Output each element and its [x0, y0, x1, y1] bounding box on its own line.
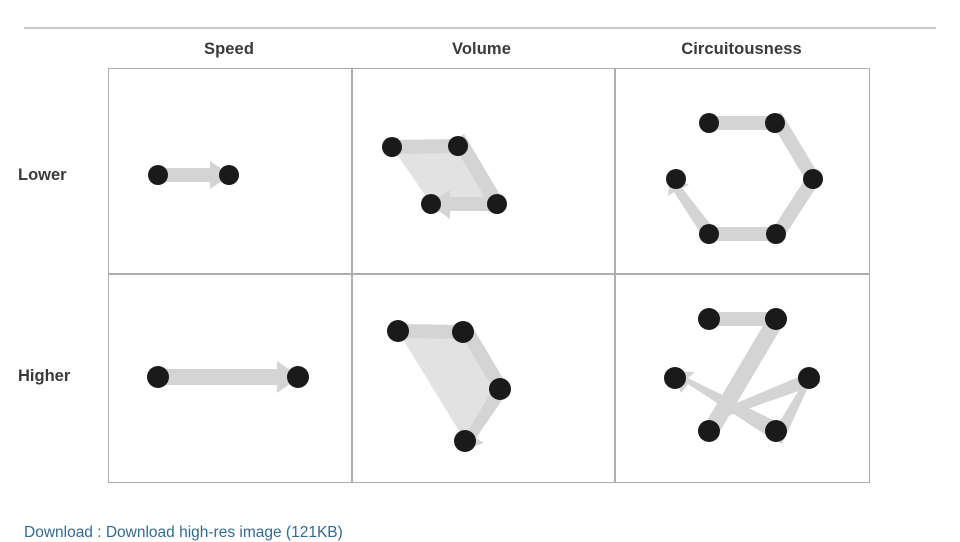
row-label-higher: Higher	[18, 367, 71, 385]
path-node	[287, 366, 309, 388]
path-node	[421, 194, 441, 214]
grid-vertical-divider-2	[614, 69, 616, 482]
path-shape-hexagon	[668, 112, 819, 241]
diagram-grid	[108, 68, 870, 483]
path-node	[382, 137, 402, 157]
path-node	[147, 366, 169, 388]
path-node	[454, 430, 476, 452]
path-node	[698, 420, 720, 442]
column-header-circuitousness: Circuitousness	[681, 40, 802, 58]
path-shape-short-arrow	[158, 161, 231, 189]
cell-volume-higher	[352, 275, 614, 484]
cell-volume-lower	[352, 69, 614, 273]
path-node	[766, 224, 786, 244]
download-high-res-image-link[interactable]: Download : Download high-res image (121K…	[24, 524, 343, 541]
path-node	[219, 165, 239, 185]
path-node	[765, 308, 787, 330]
path-node	[803, 169, 823, 189]
path-node	[448, 136, 468, 156]
path-node	[765, 113, 785, 133]
path-node	[699, 113, 719, 133]
path-shape-parallelogram	[392, 134, 503, 219]
path-node	[666, 169, 686, 189]
path-node	[698, 308, 720, 330]
path-node	[387, 320, 409, 342]
cell-circuitousness-lower	[616, 69, 871, 273]
path-node	[699, 224, 719, 244]
path-node	[489, 378, 511, 400]
grid-vertical-divider-1	[351, 69, 353, 482]
cell-speed-higher	[109, 275, 351, 484]
top-horizontal-rule	[24, 27, 936, 29]
path-node	[798, 367, 820, 389]
path-node	[765, 420, 787, 442]
row-label-lower: Lower	[18, 166, 67, 184]
cell-speed-lower	[109, 69, 351, 273]
path-node	[148, 165, 168, 185]
cell-circuitousness-higher	[616, 275, 871, 484]
column-header-volume: Volume	[452, 40, 511, 58]
path-node	[487, 194, 507, 214]
grid-horizontal-divider	[109, 273, 869, 275]
path-shape-long-arrow	[158, 361, 300, 393]
path-node	[452, 321, 474, 343]
path-node	[664, 367, 686, 389]
column-header-speed: Speed	[203, 40, 255, 58]
